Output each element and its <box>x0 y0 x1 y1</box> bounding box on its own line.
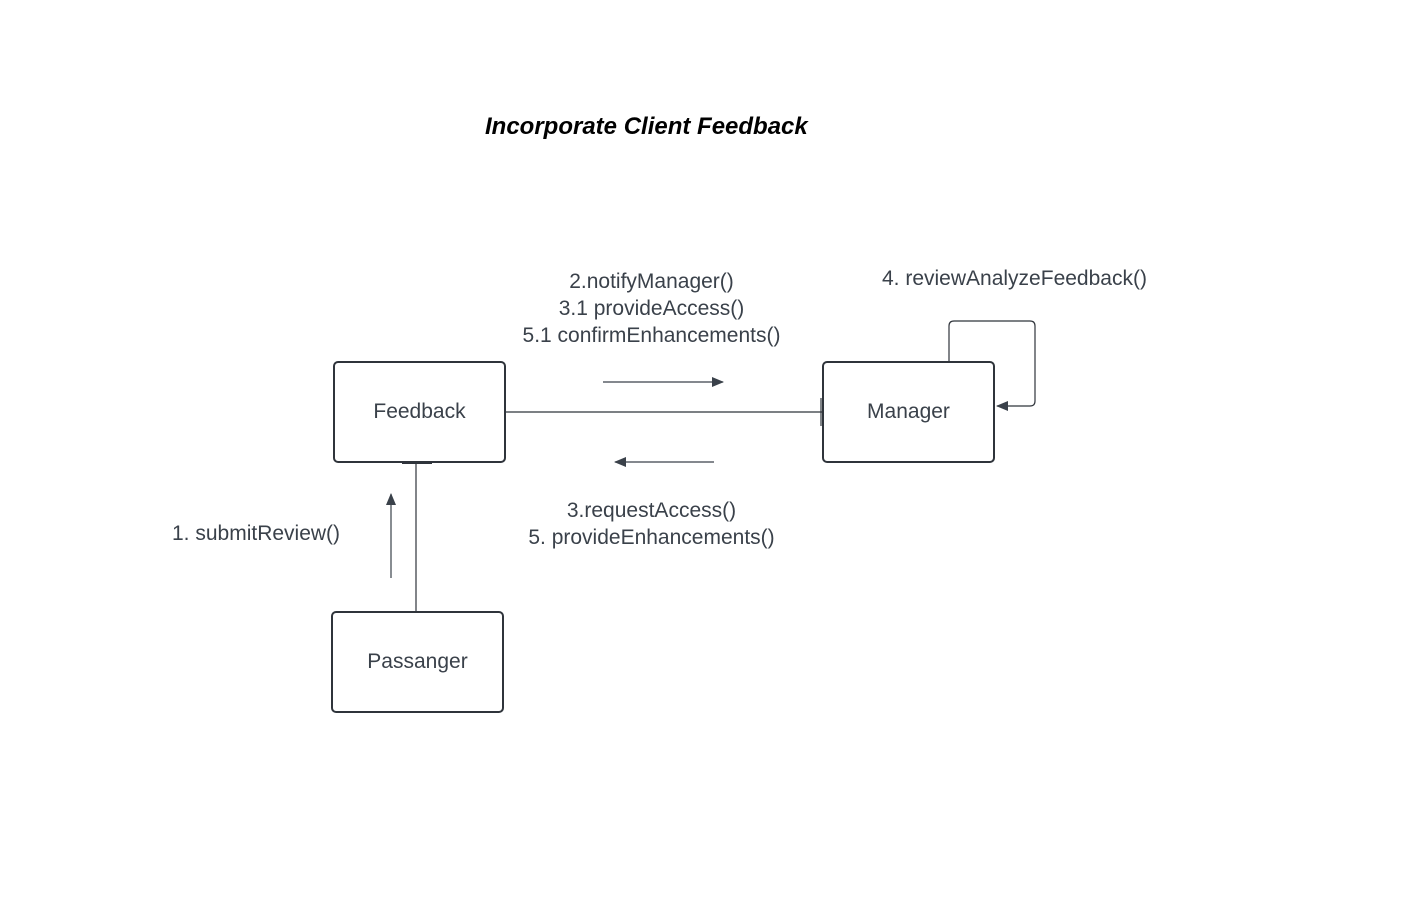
feedback-to-manager-messages: 2.notifyManager() 3.1 provideAccess() 5.… <box>498 268 805 349</box>
manager-object[interactable]: Manager <box>822 361 995 463</box>
message-request-access: 3.requestAccess() <box>566 499 737 522</box>
diagram-title: Incorporate Client Feedback <box>485 113 808 140</box>
message-notify-manager: 2.notifyManager() <box>569 270 734 293</box>
message-provide-access: 3.1 provideAccess() <box>558 297 745 320</box>
message-confirm-enhancements: 5.1 confirmEnhancements() <box>522 324 781 347</box>
message-review-analyze-feedback: 4. reviewAnalyzeFeedback() <box>882 267 1147 290</box>
message-submit-review: 1. submitReview() <box>172 522 341 545</box>
manager-self-loop <box>948 320 1036 411</box>
feedback-object[interactable]: Feedback <box>333 361 506 463</box>
message-provide-enhancements: 5. provideEnhancements() <box>528 526 775 549</box>
manager-to-feedback-messages: 3.requestAccess() 5. provideEnhancements… <box>498 497 805 551</box>
manager-object-label: Manager <box>867 400 950 423</box>
passanger-object[interactable]: Passanger <box>331 611 504 713</box>
feedback-object-label: Feedback <box>373 400 466 423</box>
passanger-object-label: Passanger <box>367 650 468 673</box>
